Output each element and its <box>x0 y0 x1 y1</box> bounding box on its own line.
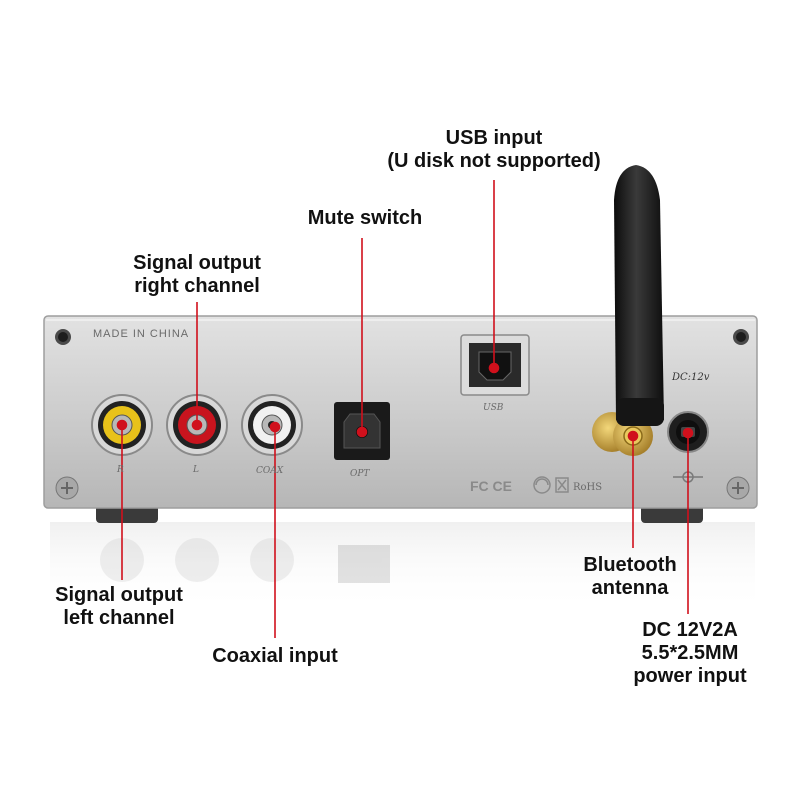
callout-signal-output-left: Signal output left channel <box>34 584 204 630</box>
usb-port <box>460 334 530 396</box>
panel-reflection <box>50 522 755 612</box>
bluetooth-antenna-rod <box>614 165 664 426</box>
callout-dc-line3: power input <box>633 665 747 687</box>
callout-bt-line1: Bluetooth <box>583 554 677 576</box>
screw-bottom-left <box>55 476 79 500</box>
jack-opt-label: OPT <box>350 469 370 479</box>
callout-mute-switch: Mute switch <box>280 207 450 230</box>
callout-lines <box>116 180 694 638</box>
jack-coax-label: COAX <box>256 466 284 476</box>
callout-right-line1: Signal output <box>133 252 261 274</box>
callout-dc-line1: DC 12V2A <box>642 619 738 641</box>
callout-bt-line2: antenna <box>591 577 669 599</box>
jack-r-label: R <box>117 465 124 475</box>
callout-mute-line1: Mute switch <box>307 207 423 229</box>
callout-coaxial-input: Coaxial input <box>195 645 355 668</box>
callout-usb-input: USB input (U disk not supported) <box>360 127 628 173</box>
rear-panel <box>43 315 758 509</box>
certification-marks <box>533 476 569 494</box>
callout-coax-line1: Coaxial input <box>212 645 338 667</box>
foot-left <box>96 505 158 523</box>
fc-ce-marks: FC CE <box>470 478 512 494</box>
dc-voltage-label: DC:12v <box>672 372 710 383</box>
callout-usb-line1: USB input <box>445 127 543 149</box>
jack-l-label: L <box>193 465 199 475</box>
usb-label: USB <box>483 403 504 413</box>
callout-usb-line2: (U disk not supported) <box>387 150 601 172</box>
callout-right-line2: right channel <box>134 275 260 297</box>
made-in-label: MADE IN CHINA <box>93 328 190 340</box>
screw-bottom-right <box>726 476 750 500</box>
rohs-label: RoHS <box>573 482 603 493</box>
callout-left-line2: left channel <box>63 607 175 629</box>
callout-dc-power-input: DC 12V2A 5.5*2.5MM power input <box>615 619 765 688</box>
callout-dc-line2: 5.5*2.5MM <box>641 642 739 664</box>
callout-bluetooth-antenna: Bluetooth antenna <box>565 554 695 600</box>
callout-signal-output-right: Signal output right channel <box>112 252 282 298</box>
callout-left-line1: Signal output <box>55 584 183 606</box>
